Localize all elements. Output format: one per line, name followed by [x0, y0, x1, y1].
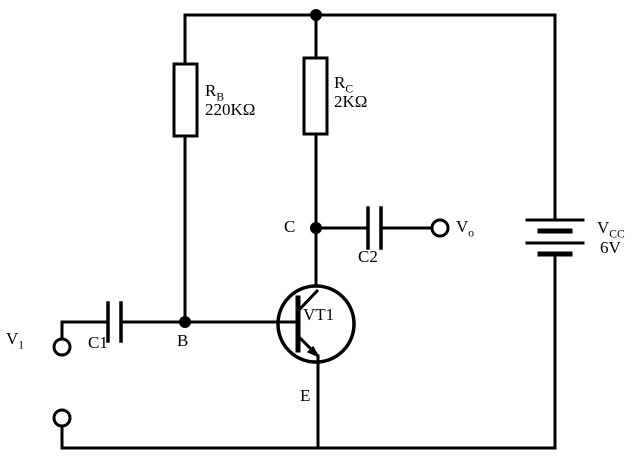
label-node-c: C: [284, 217, 296, 236]
label-rc-value: 2KΩ: [334, 92, 368, 111]
label-c1: C1: [88, 333, 108, 352]
label-vcc-value: 6V: [600, 238, 621, 257]
label-rc: RC: [334, 73, 354, 96]
label-c2: C2: [358, 247, 378, 266]
battery-vcc: [525, 13, 585, 450]
label-rb-value: 220KΩ: [205, 100, 256, 119]
resistor-rb: [172, 13, 199, 324]
terminal-vo: [430, 218, 450, 238]
label-rb: RB: [205, 81, 225, 104]
label-node-b: B: [177, 331, 189, 350]
terminal-ground: [52, 408, 72, 450]
label-vo: Vo: [456, 217, 475, 240]
resistor-rc: [302, 13, 329, 236]
label-v1: V1: [6, 329, 25, 352]
label-vcc: VCC: [597, 218, 625, 241]
junction-dot-collector: [310, 222, 322, 234]
transistor-vt1: [189, 232, 356, 450]
transistor-collector-line: [295, 288, 320, 314]
wire-top-rail: [183, 9, 557, 21]
capacitor-c2: [320, 206, 433, 250]
terminal-v1: [52, 320, 72, 357]
capacitor-c1: [60, 301, 187, 343]
label-vt1: VT1: [303, 305, 335, 324]
label-node-e: E: [300, 386, 311, 405]
